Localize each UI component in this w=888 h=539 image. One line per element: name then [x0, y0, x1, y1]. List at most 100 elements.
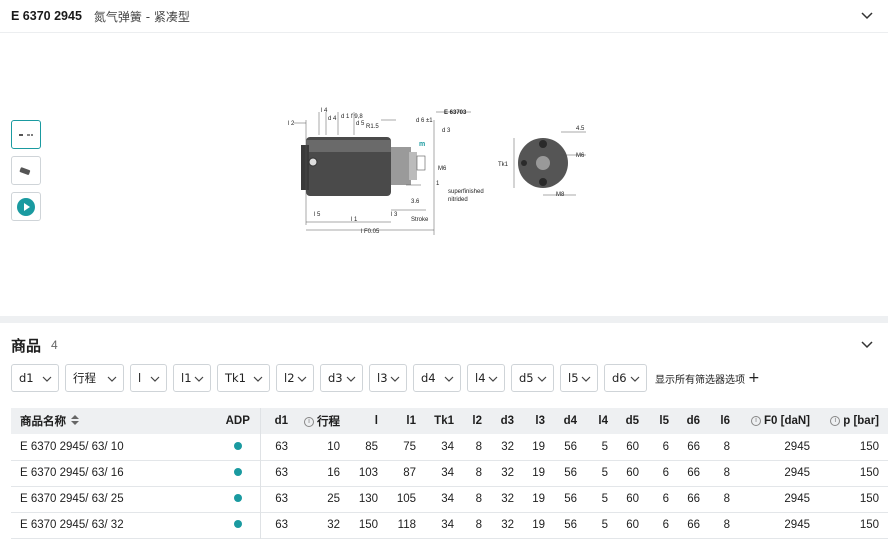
chevron-down-icon	[444, 371, 454, 385]
drawing-thumb-icon	[19, 133, 33, 136]
chevron-down-icon	[537, 371, 547, 385]
label-l-total: l F0.05	[361, 229, 380, 235]
label-l4: l 4	[321, 108, 328, 114]
filter-label: l4	[475, 371, 486, 385]
cell-d6: 66	[687, 467, 700, 479]
cell-l1: 118	[397, 519, 416, 531]
product-name-cell[interactable]: E 6370 2945/ 63/ 25	[20, 493, 124, 505]
product-name-cell[interactable]: E 6370 2945/ 63/ 32	[20, 519, 124, 531]
info-icon[interactable]: i	[830, 415, 841, 426]
media-thumbnails	[11, 120, 41, 228]
thumbnail-video[interactable]	[11, 192, 41, 221]
cell-tk1: 34	[441, 440, 454, 453]
filter-label: 行程	[73, 371, 96, 385]
info-icon[interactable]: i	[751, 415, 761, 426]
product-name-cell[interactable]: E 6370 2945/ 63/ 10	[20, 440, 124, 453]
label-e63703: E 63703	[444, 110, 467, 116]
chevron-down-icon[interactable]	[860, 9, 874, 23]
cell-l2: 8	[475, 493, 482, 505]
column-header-l: l	[342, 408, 380, 434]
cell-l4: 5	[601, 493, 608, 505]
filter-dropdown[interactable]: l5	[560, 364, 598, 392]
column-header-l4: l4	[579, 408, 610, 434]
product-header[interactable]: E 6370 2945 氮气弹簧 - 紧凑型	[0, 0, 888, 33]
filter-dropdown[interactable]: d6	[604, 364, 647, 392]
cell-l3: 19	[532, 493, 545, 505]
label-superfinished: superfinished	[448, 189, 484, 195]
sort-icon[interactable]	[71, 415, 79, 428]
column-header-d5: d5	[610, 408, 641, 434]
thumbnail-drawing[interactable]	[11, 120, 41, 149]
filter-dropdown[interactable]: d1	[11, 364, 59, 392]
cell-l4: 5	[601, 519, 608, 531]
cell-d3: 32	[501, 519, 514, 531]
info-icon[interactable]: i	[304, 416, 314, 427]
cell-l5: 6	[662, 467, 669, 479]
thumbnail-photo[interactable]	[11, 156, 41, 185]
cell-stroke: 16	[327, 467, 340, 479]
column-header-l5: l5	[641, 408, 671, 434]
adp-cell	[216, 512, 261, 538]
cell-l5: 6	[662, 493, 669, 505]
filter-dropdown[interactable]: 行程	[65, 364, 124, 392]
cell-l3: 19	[532, 519, 545, 531]
filter-dropdown[interactable]: l2	[276, 364, 314, 392]
cell-d3: 32	[501, 493, 514, 505]
cell-l3: 19	[532, 440, 545, 453]
filter-dropdown[interactable]: l1	[173, 364, 211, 392]
cell-tk1: 34	[441, 493, 454, 505]
filter-dropdown[interactable]: d3	[320, 364, 363, 392]
chevron-down-icon[interactable]	[860, 338, 874, 352]
show-all-filters-button[interactable]: 显示所有筛选器选项+	[655, 370, 760, 386]
chevron-down-icon	[42, 371, 52, 385]
cell-d4: 56	[564, 493, 577, 505]
cell-l6: 8	[723, 440, 730, 453]
cell-d6: 66	[687, 519, 700, 531]
label-l3: l 3	[391, 212, 398, 218]
cell-l: 150	[358, 519, 378, 531]
cell-l4: 5	[601, 467, 608, 479]
column-header-d6: d6	[671, 408, 702, 434]
cell-l1: 75	[403, 440, 416, 453]
cell-stroke: 10	[327, 440, 340, 453]
filter-label: Tk1	[225, 371, 247, 385]
filter-label: l2	[284, 371, 295, 385]
label-nitrided: nitrided	[448, 197, 468, 203]
cell-f0: 2945	[784, 519, 810, 531]
filter-label: l3	[377, 371, 388, 385]
cell-l4: 5	[601, 440, 608, 453]
filter-dropdown[interactable]: d5	[511, 364, 554, 392]
filter-dropdown[interactable]: d4	[413, 364, 461, 392]
products-header[interactable]: 商品 4	[0, 323, 888, 367]
filter-dropdown[interactable]: l3	[369, 364, 407, 392]
label-d6: d 6 ±1	[416, 118, 433, 124]
label-d3: d 3	[442, 128, 451, 134]
column-header-name[interactable]: 商品名称	[11, 408, 216, 434]
product-name-cell[interactable]: E 6370 2945/ 63/ 16	[20, 467, 124, 479]
column-header-l6: l6	[702, 408, 732, 434]
adp-cell	[216, 434, 261, 460]
filter-dropdown[interactable]: l	[130, 364, 167, 392]
filter-label: d4	[421, 371, 436, 385]
cell-d6: 66	[687, 493, 700, 505]
cell-l: 103	[358, 467, 378, 479]
label-m6-end: M6	[576, 153, 585, 159]
chevron-down-icon	[253, 371, 263, 385]
filter-label: d1	[19, 371, 34, 385]
product-code: E 6370 2945	[11, 9, 82, 23]
chevron-down-icon	[107, 371, 117, 385]
cell-stroke: 25	[327, 493, 340, 505]
filter-dropdown[interactable]: l4	[467, 364, 505, 392]
filter-dropdown[interactable]: Tk1	[217, 364, 270, 392]
spring-photo-icon	[19, 166, 31, 175]
chevron-down-icon	[390, 371, 400, 385]
filter-label: d6	[612, 371, 627, 385]
